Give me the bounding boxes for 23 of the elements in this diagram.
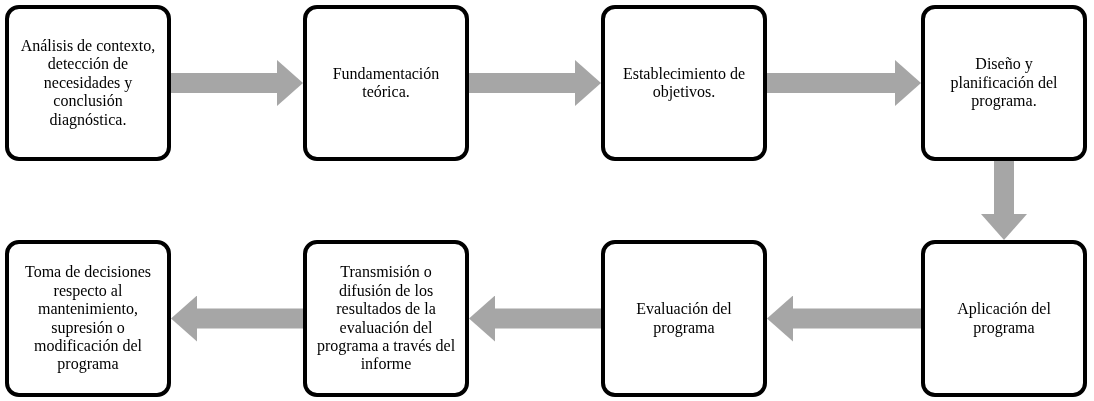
process-box — [303, 5, 469, 161]
block-arrow — [981, 161, 1027, 240]
process-box — [921, 5, 1087, 161]
process-box — [5, 240, 171, 397]
block-arrow — [469, 295, 601, 342]
block-arrow — [767, 295, 921, 342]
process-box — [601, 240, 767, 397]
process-box — [601, 5, 767, 161]
process-box — [5, 5, 171, 161]
step-text: Fundamentación teórica. — [331, 64, 441, 102]
step-text: Evaluación del programa — [635, 300, 733, 337]
step-text: Transmisión o difusión de los resultados de la evaluación del programa a través del informe — [315, 263, 457, 374]
block-arrow — [767, 60, 921, 106]
block-arrow — [171, 60, 303, 106]
block-arrow — [469, 60, 601, 106]
block-arrow — [171, 295, 303, 342]
step-text: Diseño y planificación del programa. — [949, 55, 1059, 111]
process-box — [921, 240, 1087, 397]
step-text: Análisis de contexto, detección de necesidades y conclusión diagnóstica. — [19, 37, 157, 129]
step-text: Aplicación del programa — [956, 300, 1052, 337]
process-box — [303, 240, 469, 397]
step-text: Toma de decisiones respecto al mantenimiento, supresión o modificación del programa — [24, 263, 152, 374]
step-text: Establecimiento de objetivos. — [621, 64, 747, 102]
